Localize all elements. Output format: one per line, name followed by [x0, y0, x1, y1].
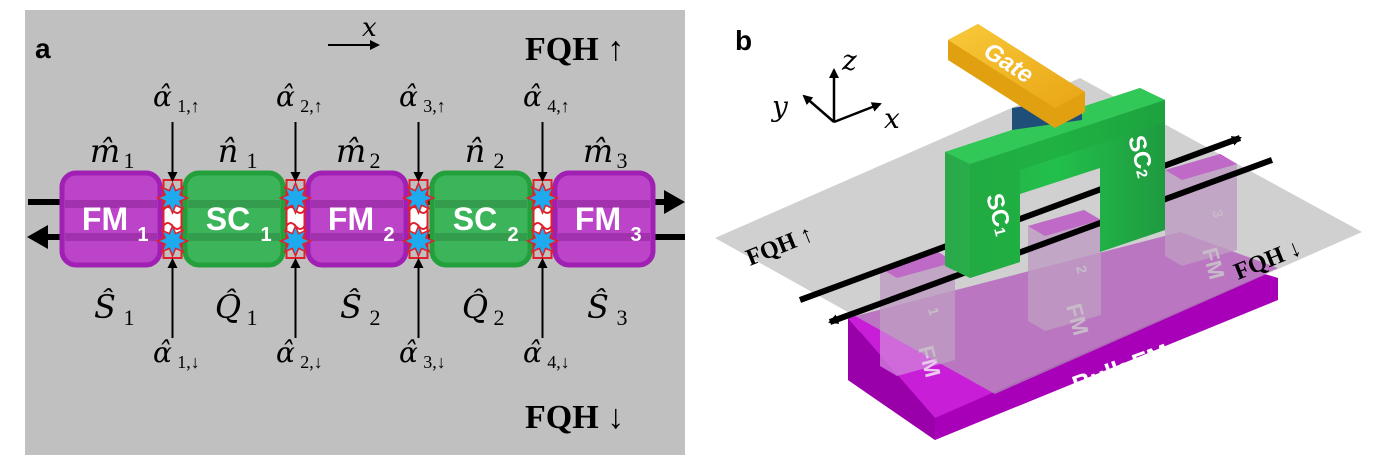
operator-bottom-sub: 1 — [247, 305, 258, 330]
axis-y-label: y — [770, 90, 789, 123]
axis-z-label: z — [841, 44, 857, 77]
alpha-up-sub: 4,↑ — [547, 96, 570, 116]
panel-b: b z y x Bulk FM FM 1 FM 2 — [715, 24, 1362, 440]
star-upper — [525, 181, 560, 215]
alpha-down-label: α̂ — [523, 336, 542, 369]
star-lower — [525, 224, 560, 258]
alpha-up-sub: 2,↑ — [300, 96, 323, 116]
axes-3d: z y x — [770, 44, 900, 135]
block-label: FM — [328, 201, 374, 237]
junction-stars — [155, 181, 560, 258]
operator-top-sub: 2 — [370, 148, 381, 173]
x-axis-label: x — [362, 13, 377, 43]
operator-bottom-sub: 1 — [124, 305, 135, 330]
operator-bottom: Ŝ — [94, 288, 116, 326]
block-fm2: FM 2 — [305, 170, 409, 268]
star-lower — [278, 224, 313, 258]
alpha-up-label: α̂ — [523, 80, 542, 113]
alpha-up-label: α̂ — [399, 80, 418, 113]
block-label-sub: 1 — [260, 224, 271, 246]
gate: Gate — [948, 24, 1085, 130]
operator-bottom-sub: 2 — [370, 305, 381, 330]
operator-top-sub: 1 — [247, 148, 258, 173]
axis-x-label: x — [884, 102, 900, 135]
alpha-down-label: α̂ — [399, 336, 418, 369]
operator-bottom: Q̂ — [215, 288, 241, 326]
panel-a-label: a — [35, 33, 51, 64]
star-lower — [401, 224, 436, 258]
star-upper — [401, 181, 436, 215]
fqh-plane — [715, 78, 1362, 394]
alpha-down-label: α̂ — [276, 336, 295, 369]
star-upper — [155, 181, 190, 215]
alpha-down-sub: 1,↓ — [177, 352, 200, 372]
alpha-down-sub: 2,↓ — [300, 352, 323, 372]
operator-bottom-sub: 3 — [617, 305, 628, 330]
fqh-down-label: FQH ↓ — [525, 399, 624, 436]
block-label-sub: 1 — [137, 224, 148, 246]
block-sc1: SC 1 — [182, 170, 286, 268]
star-lower — [155, 224, 190, 258]
block-fm3: FM 3 — [552, 170, 656, 268]
operator-bottom: Ŝ — [340, 288, 362, 326]
fqh-up-label: FQH ↑ — [525, 31, 624, 68]
operator-bottom: Q̂ — [462, 288, 488, 326]
block-sc2: SC 2 — [429, 170, 533, 268]
operator-bottom-sub: 2 — [494, 305, 505, 330]
operator-top-sub: 2 — [494, 148, 505, 173]
lower-edge-arrowhead — [27, 225, 48, 249]
chain-blocks: FM 1 SC 1 FM 2 SC 2 FM 3 — [59, 170, 656, 268]
block-label-sub: 2 — [383, 224, 394, 246]
block-label-sub: 3 — [630, 224, 641, 246]
block-label: SC — [453, 201, 497, 237]
edge-channel-down-3d — [828, 157, 1274, 325]
operator-top-sub: 1 — [124, 148, 135, 173]
alpha-up-sub: 1,↑ — [177, 96, 200, 116]
operator-top: m̂ — [336, 132, 366, 170]
panel-b-label: b — [735, 25, 752, 56]
block-label-sub: 2 — [507, 224, 518, 246]
block-label: SC — [206, 201, 250, 237]
alpha-up-label: α̂ — [153, 80, 172, 113]
operator-bottom: Ŝ — [587, 288, 609, 326]
block-label: FM — [82, 201, 128, 237]
operator-top-sub: 3 — [617, 148, 628, 173]
alpha-down-sub: 3,↓ — [423, 352, 446, 372]
operator-top: n̂ — [465, 132, 486, 170]
block-label: FM — [575, 201, 621, 237]
alpha-down-sub: 4,↓ — [547, 352, 570, 372]
operator-top: n̂ — [218, 132, 239, 170]
alpha-up-sub: 3,↑ — [423, 96, 446, 116]
block-fm1: FM 1 — [59, 170, 163, 268]
alpha-up-label: α̂ — [276, 80, 295, 113]
upper-edge-arrowhead — [664, 190, 685, 214]
operator-top: m̂ — [583, 132, 613, 170]
star-upper — [278, 181, 313, 215]
operator-top: m̂ — [90, 132, 120, 170]
alpha-down-label: α̂ — [153, 336, 172, 369]
